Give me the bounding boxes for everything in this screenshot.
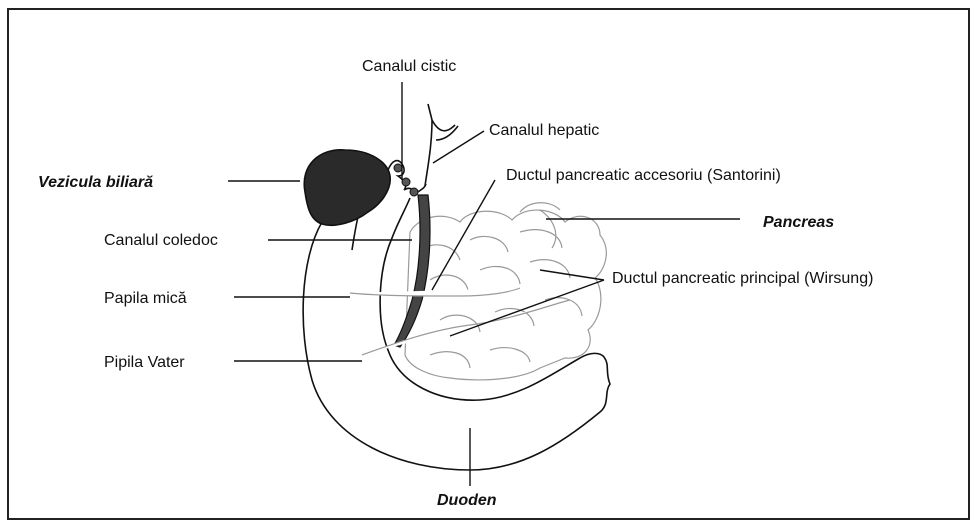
label-canalul-coledoc: Canalul coledoc <box>104 232 218 249</box>
label-papila-mica: Papila mică <box>104 290 187 307</box>
heister-valve-3 <box>410 188 418 196</box>
label-pancreas: Pancreas <box>763 214 834 231</box>
label-ductul-santorini: Ductul pancreatic accesoriu (Santorini) <box>506 167 781 184</box>
wirsung-duct <box>362 300 570 355</box>
label-ductul-wirsung: Ductul pancreatic principal (Wirsung) <box>612 270 873 287</box>
common-bile-duct <box>394 195 430 347</box>
label-duoden: Duoden <box>437 492 497 509</box>
label-vezicula-biliara: Vezicula biliară <box>38 174 153 191</box>
label-pipila-vater: Pipila Vater <box>104 354 185 371</box>
label-canalul-cistic: Canalul cistic <box>362 58 456 75</box>
heister-valve-2 <box>402 178 410 186</box>
gallbladder <box>304 150 390 225</box>
santorini-duct <box>350 288 520 296</box>
heister-valve-1 <box>394 164 402 172</box>
label-canalul-hepatic: Canalul hepatic <box>489 122 599 139</box>
hepatic-duct <box>425 104 458 186</box>
